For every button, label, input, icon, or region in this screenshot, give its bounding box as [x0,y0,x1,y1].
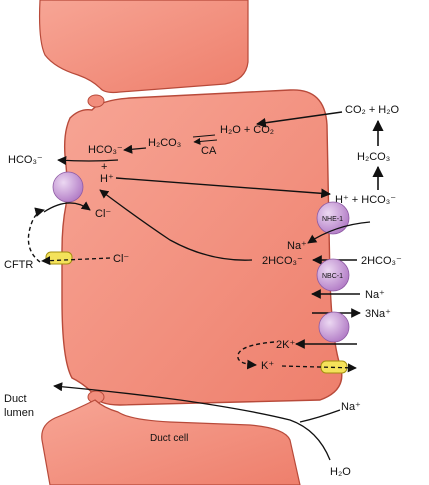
label-co2-h2o: CO₂ + H₂O [345,104,400,116]
label-cl-cell-top: Cl⁻ [95,208,111,220]
label-na-nbc1: Na⁺ [365,289,385,301]
arrow-cl-in [43,201,91,213]
arrow-h2co3-to-hco3 [123,144,147,154]
arrow-hco3-out [57,155,119,166]
arrow-paracellular-flow [53,382,331,461]
line-na-paracellular [299,409,341,423]
nbc1-transporter [316,258,350,292]
arrow-cl-out-cftr [41,256,111,266]
label-h-plus-small: + [101,161,107,173]
arrow-k-recycle-dashed [237,341,275,370]
label-h2co3-right: H₂CO₃ [357,151,390,163]
nhe1-label: NHE-1 [322,216,343,223]
nbc1-label: NBC-1 [322,273,343,280]
cftr-channel [45,251,73,265]
tight-junction-top [87,94,105,108]
arrow-na-in-nhe1 [307,221,371,244]
label-na-nhe1: Na⁺ [287,240,307,252]
label-2hco3-cell: 2HCO₃⁻ [262,255,303,267]
arrow-equilibrium-back [193,137,218,145]
label-duct-lumen-2: lumen [4,407,34,419]
label-hco3-chain: HCO₃⁻ [88,144,123,156]
label-h2o-bottom: H₂O [330,466,351,478]
label-2k: 2K⁺ [276,339,295,351]
upper-neighbor-cell [38,0,249,94]
label-cftr: CFTR [4,259,33,271]
label-h-plus-cell: H⁺ [100,173,114,185]
label-na-bottom: Na⁺ [341,401,361,413]
label-3na: 3Na⁺ [365,308,391,320]
label-hco3-lumen: HCO₃⁻ [8,154,43,166]
arrow-cl-recycle-dashed [27,207,45,263]
label-ca: CA [201,145,217,157]
label-h-hco3-right: H⁺ + HCO₃⁻ [335,194,396,206]
label-2hco3-out: 2HCO₃⁻ [361,255,402,267]
arrow-equilibrium-forward [192,134,216,138]
arrow-hco3-to-apical [99,189,253,261]
na-k-pump [318,311,350,343]
arrow-k-out [281,363,357,373]
arrow-h-out-nhe1 [115,177,331,199]
lower-neighbor-cell [41,399,301,485]
nhe1-transporter [316,201,350,235]
label-h2co3-chain: H₂CO₃ [148,137,181,149]
apical-exchanger-transporter [52,171,84,203]
arrow-co2-into-cell [256,111,343,128]
label-h2o-co2-chain: H₂O + CO₂ [220,124,274,136]
label-cl-cftr: Cl⁻ [113,253,129,265]
label-duct-cell: Duct cell [150,433,188,444]
label-k-plus: K⁺ [261,360,274,372]
label-duct-lumen-1: Duct [4,393,27,405]
